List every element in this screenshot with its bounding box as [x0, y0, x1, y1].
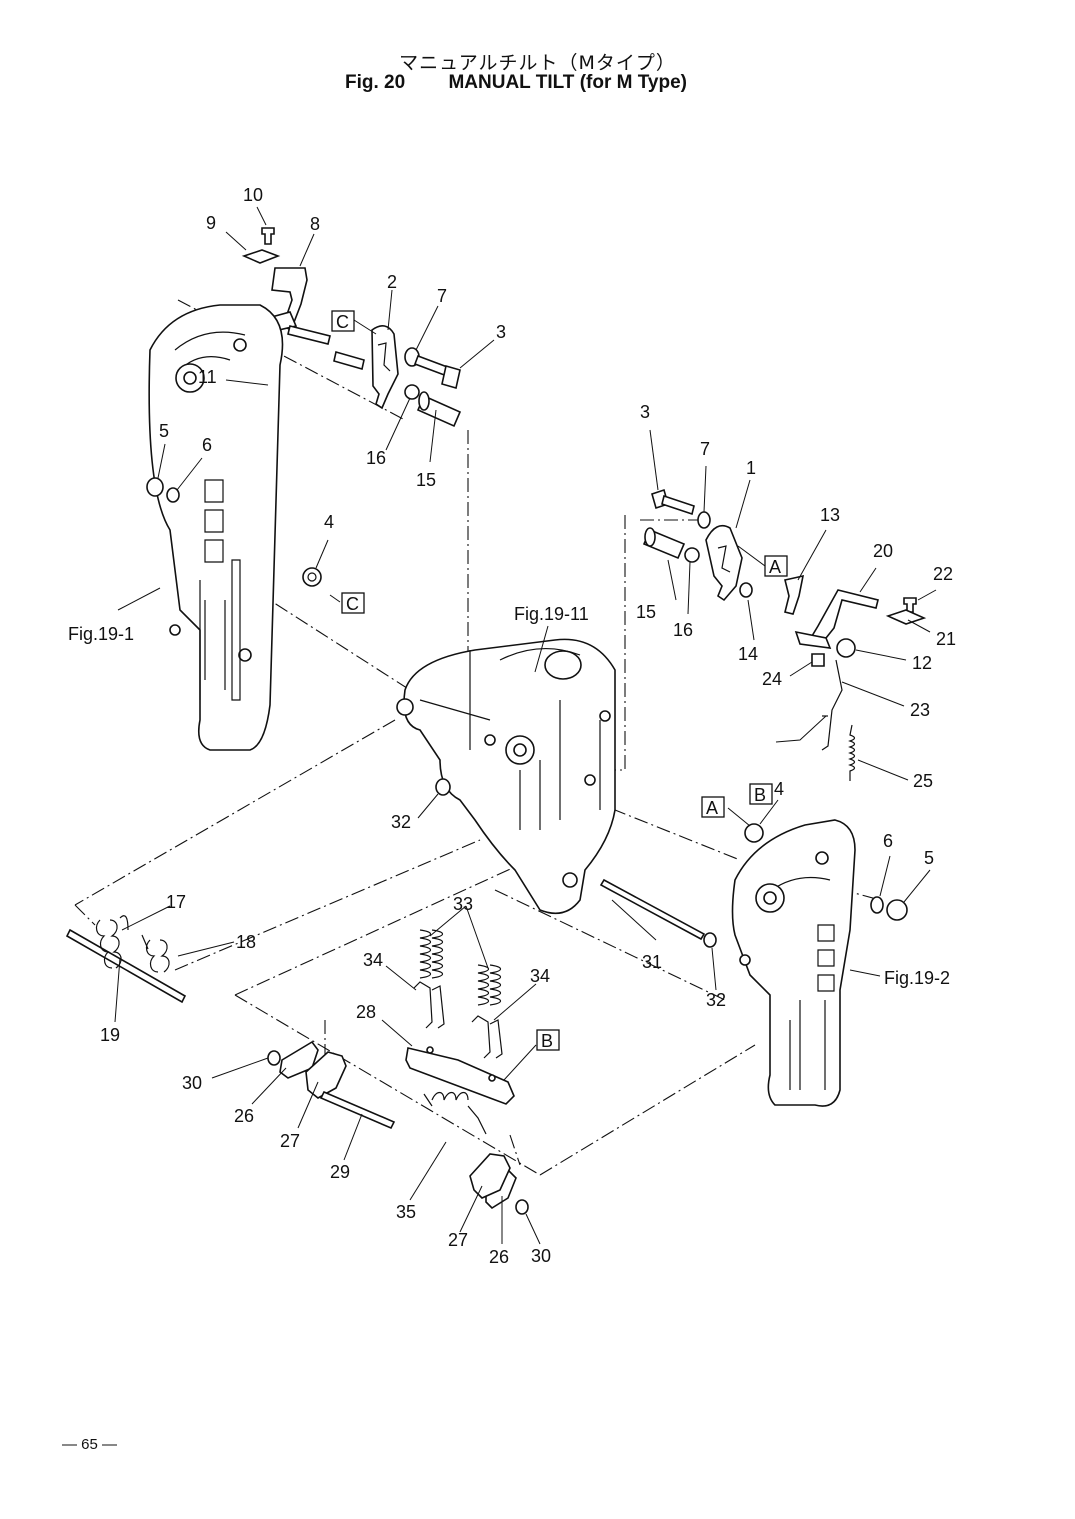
- leader-lines: [114, 206, 937, 1245]
- ref-fig-19-2: Fig.19-2: [884, 968, 950, 988]
- callout-13: 13: [820, 505, 840, 525]
- bushing-4-left: [302, 567, 322, 587]
- callout-12: 12: [912, 653, 932, 673]
- callout-16-left: 16: [366, 448, 386, 468]
- callout-4-left: 4: [324, 512, 334, 532]
- callout-5-right: 5: [924, 848, 934, 868]
- right-bracket: [731, 819, 856, 1107]
- page-number: — 65 —: [62, 1436, 118, 1453]
- callout-15-right: 15: [636, 602, 656, 622]
- callout-9: 9: [206, 213, 216, 233]
- callout-32-lower: 32: [706, 990, 726, 1010]
- callout-28: 28: [356, 1002, 376, 1022]
- callout-6-left: 6: [202, 435, 212, 455]
- callout-10: 10: [243, 185, 263, 205]
- callout-23: 23: [910, 700, 930, 720]
- connector-a-lower: A: [706, 798, 718, 818]
- connector-c-lower: C: [346, 594, 359, 614]
- connector-a-upper: A: [769, 557, 781, 577]
- connector-markers: C C A A B B: [331, 310, 788, 1051]
- lock-plate-assembly: [267, 929, 529, 1215]
- ref-fig-19-11: Fig.19-11: [514, 604, 589, 624]
- callout-26-right: 26: [489, 1247, 509, 1267]
- callout-35: 35: [396, 1202, 416, 1222]
- callout-2: 2: [387, 272, 397, 292]
- lever-assembly-right: [642, 488, 927, 781]
- callout-34-right: 34: [530, 966, 550, 986]
- callout-27-left: 27: [280, 1131, 300, 1151]
- callout-20: 20: [873, 541, 893, 561]
- callout-22: 22: [933, 564, 953, 584]
- callout-3-left: 3: [496, 322, 506, 342]
- title-japanese: マニュアルチルト（Mタイプ）: [399, 52, 676, 74]
- left-bracket: [148, 304, 284, 751]
- ref-fig-19-1: Fig.19-1: [68, 624, 134, 644]
- callout-19: 19: [100, 1025, 120, 1045]
- callout-31: 31: [642, 952, 662, 972]
- tilt-shaft-31: [599, 878, 706, 941]
- washer-6-right: [870, 896, 884, 914]
- callout-32-upper: 32: [391, 812, 411, 832]
- figure-title: Fig. 20 MANUAL TILT (for M Type): [345, 72, 687, 94]
- callout-7-left: 7: [437, 286, 447, 306]
- callout-17: 17: [166, 892, 186, 912]
- callout-15-left: 15: [416, 470, 436, 490]
- callout-21: 21: [936, 629, 956, 649]
- callout-1: 1: [746, 458, 756, 478]
- nut-32-lower: [703, 932, 717, 948]
- spring-rod-assembly: [65, 915, 187, 1004]
- callout-30-left: 30: [182, 1073, 202, 1093]
- callout-7-right: 7: [700, 439, 710, 459]
- nut-5-left: [146, 477, 164, 497]
- bushing-4-right: [744, 823, 764, 843]
- nut-5-right: [886, 899, 908, 921]
- callout-5-left: 5: [159, 421, 169, 441]
- figure-title-text: MANUAL TILT (for M Type): [448, 72, 687, 93]
- washer-6-left: [166, 487, 180, 503]
- callout-24: 24: [762, 669, 782, 689]
- swivel-bracket-center: [396, 638, 616, 915]
- callout-34-left: 34: [363, 950, 383, 970]
- connector-c-upper: C: [336, 312, 349, 332]
- callout-8: 8: [310, 214, 320, 234]
- figure-references: Fig.19-1 Fig.19-11 Fig.19-2: [68, 604, 950, 988]
- figure-number: Fig. 20: [345, 72, 406, 93]
- nut-32-upper: [435, 778, 451, 796]
- connector-b-lower: B: [541, 1031, 553, 1051]
- connector-b-upper: B: [754, 785, 766, 805]
- callout-18: 18: [236, 932, 256, 952]
- callout-14: 14: [738, 644, 758, 664]
- callout-numbers: 10 9 8 2 7 3 11 16 15 5 6 4 3 7 1 13 20 …: [100, 185, 956, 1267]
- callout-27-right: 27: [448, 1230, 468, 1250]
- callout-16-right: 16: [673, 620, 693, 640]
- callout-3-right: 3: [640, 402, 650, 422]
- callout-11: 11: [198, 367, 217, 387]
- callout-29: 29: [330, 1162, 350, 1182]
- callout-6-right: 6: [883, 831, 893, 851]
- callout-30-right: 30: [531, 1246, 551, 1266]
- callout-26-left: 26: [234, 1106, 254, 1126]
- callout-33: 33: [453, 894, 473, 914]
- callout-25: 25: [913, 771, 933, 791]
- callout-4-right: 4: [774, 779, 784, 799]
